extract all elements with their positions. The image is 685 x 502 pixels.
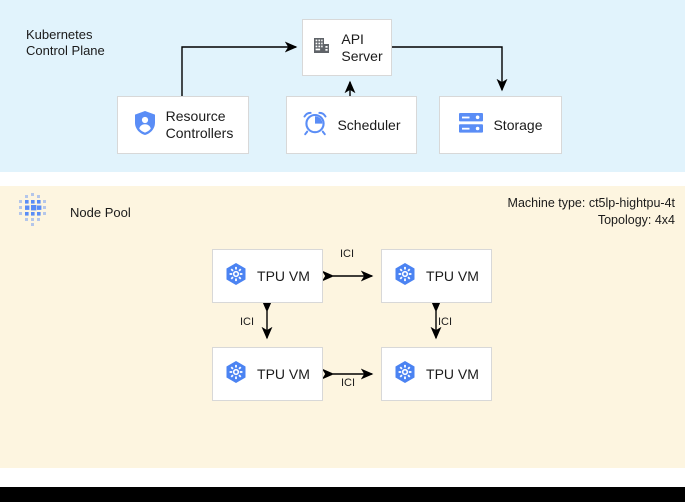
tpu-vm-label: TPU VM [257, 268, 310, 284]
storage-label: Storage [493, 116, 543, 133]
shield-user-icon [133, 110, 157, 141]
ici-label: ICI [438, 316, 453, 328]
ici-label: ICI [240, 316, 255, 328]
resource-controllers-box[interactable]: Resource Controllers [117, 96, 249, 154]
tpu-hexagon-icon [394, 360, 416, 389]
api-server-box[interactable]: API Server [302, 19, 392, 76]
ici-label: ICI [341, 377, 356, 389]
api-server-label: API Server [341, 30, 383, 64]
storage-box[interactable]: Storage [439, 96, 562, 154]
alarm-clock-icon [302, 110, 328, 141]
dot-grid-icon [14, 191, 52, 234]
tpu-vm-label: TPU VM [426, 268, 479, 284]
control-plane-title: Kubernetes Control Plane [26, 27, 105, 58]
machine-metadata: Machine type: ct5lp-hightpu-4t Topology:… [508, 195, 675, 229]
ici-label: ICI [340, 248, 355, 260]
bottom-bar [0, 487, 685, 502]
node-pool-label: Node Pool [70, 205, 131, 220]
tpu-vm-box[interactable]: TPU VM [212, 347, 323, 401]
tpu-vm-box[interactable]: TPU VM [212, 249, 323, 303]
tpu-vm-box[interactable]: TPU VM [381, 249, 492, 303]
tpu-vm-label: TPU VM [426, 366, 479, 382]
topology-text: Topology: 4x4 [597, 213, 675, 227]
tpu-hexagon-icon [225, 360, 247, 389]
tpu-vm-box[interactable]: TPU VM [381, 347, 492, 401]
node-pool-header: Node Pool [14, 191, 131, 234]
server-storage-icon [458, 111, 484, 140]
tpu-hexagon-icon [225, 262, 247, 291]
building-icon [311, 35, 332, 61]
node-pool-panel [0, 186, 685, 468]
scheduler-box[interactable]: Scheduler [286, 96, 417, 154]
tpu-hexagon-icon [394, 262, 416, 291]
tpu-vm-label: TPU VM [257, 366, 310, 382]
machine-type-text: Machine type: ct5lp-hightpu-4t [507, 196, 675, 210]
scheduler-label: Scheduler [337, 116, 401, 133]
resource-controllers-label: Resource Controllers [165, 108, 234, 141]
